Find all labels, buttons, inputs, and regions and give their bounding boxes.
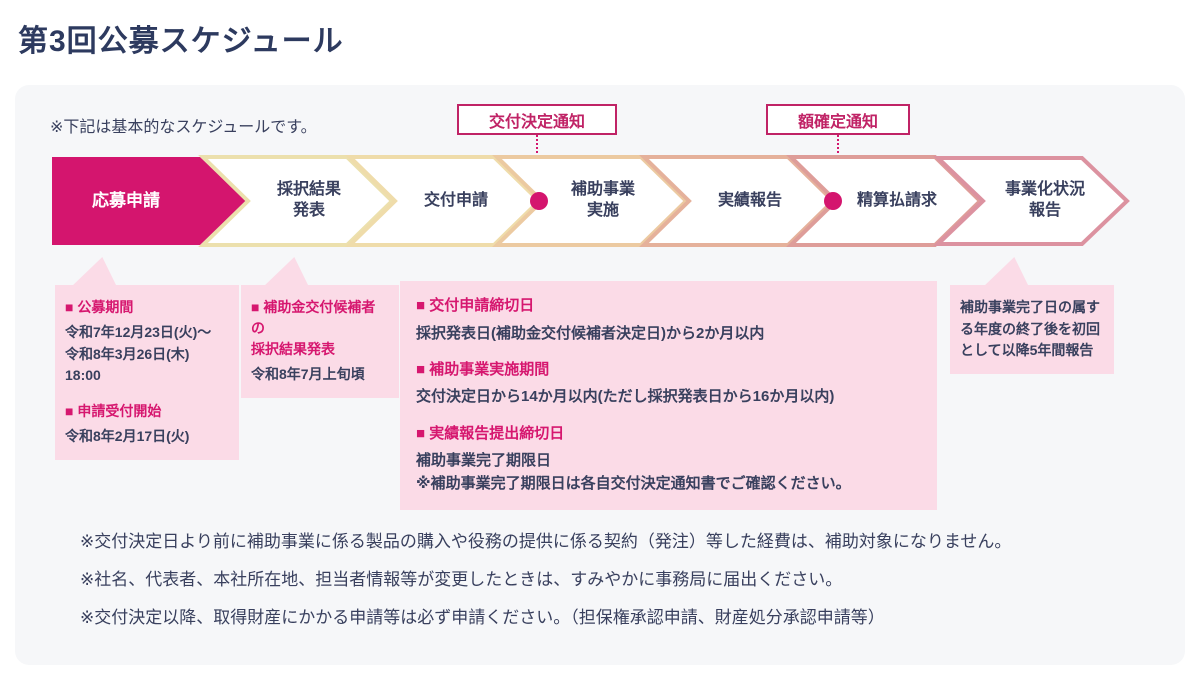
step-label-adoption-results: 採択結果 発表 — [276, 181, 341, 219]
footnote-acquired-property: ※交付決定以降、取得財産にかかる申請等は必ず申請ください。（担保権承認申請、財産… — [80, 608, 885, 627]
info-box-application-period: ■ 公募期間 令和7年12月23日(火)～ 令和8年3月26日(木) 18:00… — [55, 285, 239, 460]
info-box-deadlines: ■ 交付申請締切日 採択発表日(補助金交付候補者決定日)から2か月以内 ■ 補助… — [400, 281, 937, 510]
info-heading: ■ 交付申請締切日 — [416, 297, 535, 314]
timeline-arrow-row: 応募申請 採択結果 発表 交付申請 補助事業 実施 実績報告 精算払請求 事業化… — [50, 155, 1130, 247]
chevron-step-1 — [52, 157, 246, 245]
info-item: ■ 補助事業実施期間 交付決定日から14か月以内(ただし採択発表日から16か月以… — [416, 359, 921, 409]
info-box-pointer — [71, 257, 117, 287]
info-body: 令和8年7月上旬頃 — [251, 366, 365, 382]
step-label-commercialization-status-report: 事業化状況 報告 — [1004, 181, 1085, 219]
info-item: ■ 交付申請締切日 採択発表日(補助金交付候補者決定日)から2か月以内 — [416, 295, 921, 345]
info-item: ■ 補助金交付候補者の 採択結果発表 令和8年7月上旬頃 — [251, 297, 389, 386]
info-body: 採択発表日(補助金交付候補者決定日)から2か月以内 — [416, 324, 765, 342]
info-body: 補助事業完了期限日 ※補助事業完了期限日は各自交付決定通知書でご確認ください。 — [416, 452, 851, 493]
page-title: 第3回公募スケジュール — [18, 25, 344, 58]
info-heading: ■ 補助事業実施期間 — [416, 360, 550, 378]
info-item: 補助事業完了日の属す る年度の終了後を初回 として以降5年間報告 — [960, 297, 1104, 362]
info-box-pointer — [983, 257, 1029, 287]
step-label-application: 応募申請 — [92, 190, 160, 210]
footnote-expenses: ※交付決定日より前に補助事業に係る製品の購入や役務の提供に係る契約（発注）等した… — [80, 532, 1012, 551]
info-heading: ■ 実績報告提出締切日 — [416, 424, 565, 442]
callout-amount-confirmation-notice: 額確定通知 — [766, 104, 910, 135]
info-body: 交付決定日から14か月以内(ただし採択発表日から16か月以内) — [416, 388, 835, 406]
info-box-adoption-announcement: ■ 補助金交付候補者の 採択結果発表 令和8年7月上旬頃 — [241, 285, 399, 398]
info-body: 令和8年2月17日(火) — [65, 428, 190, 445]
timeline-chevrons — [52, 155, 1130, 247]
info-heading: ■ 公募期間 — [65, 299, 134, 315]
chevron-step-3 — [345, 155, 542, 247]
step-label-settlement-payment-request: 精算払請求 — [856, 191, 937, 209]
info-item: ■ 公募期間 令和7年12月23日(火)～ 令和8年3月26日(木) 18:00 — [65, 297, 229, 387]
info-box-pointer — [263, 257, 309, 287]
info-body: 補助事業完了日の属す る年度の終了後を初回 として以降5年間報告 — [960, 299, 1100, 359]
info-heading: ■ 申請受付開始 — [65, 403, 162, 420]
chevron-step-2 — [198, 155, 395, 247]
footnote-company-changes: ※社名、代表者、本社所在地、担当者情報等が変更したときは、すみやかに事務局に届出… — [80, 570, 843, 589]
info-item: ■ 申請受付開始 令和8年2月17日(火) — [65, 401, 229, 448]
step-label-project-implementation: 補助事業 実施 — [570, 181, 635, 219]
info-box-five-year-report: 補助事業完了日の属す る年度の終了後を初回 として以降5年間報告 — [950, 285, 1114, 375]
callout-grant-decision-notice: 交付決定通知 — [457, 104, 617, 135]
info-heading: ■ 補助金交付候補者の 採択結果発表 — [251, 299, 376, 357]
chevron-step-7 — [933, 156, 1130, 246]
chevron-step-5 — [639, 155, 836, 247]
schedule-panel: ※下記は基本的なスケジュールです。 交付決定通知 額確定通知 応募申請 採択結果… — [15, 85, 1185, 665]
info-body: 令和7年12月23日(火)～ 令和8年3月26日(木) 18:00 — [65, 324, 212, 384]
step-label-grant-application: 交付申請 — [423, 191, 488, 209]
schedule-note: ※下記は基本的なスケジュールです。 — [50, 119, 317, 136]
timeline-dot-grant-decision — [530, 192, 548, 210]
info-item: ■ 実績報告提出締切日 補助事業完了期限日 ※補助事業完了期限日は各自交付決定通… — [416, 423, 921, 496]
footnotes: ※交付決定日より前に補助事業に係る製品の購入や役務の提供に係る契約（発注）等した… — [80, 523, 1140, 637]
step-label-performance-report: 実績報告 — [717, 191, 782, 209]
timeline-dot-amount-confirmation — [824, 192, 842, 210]
